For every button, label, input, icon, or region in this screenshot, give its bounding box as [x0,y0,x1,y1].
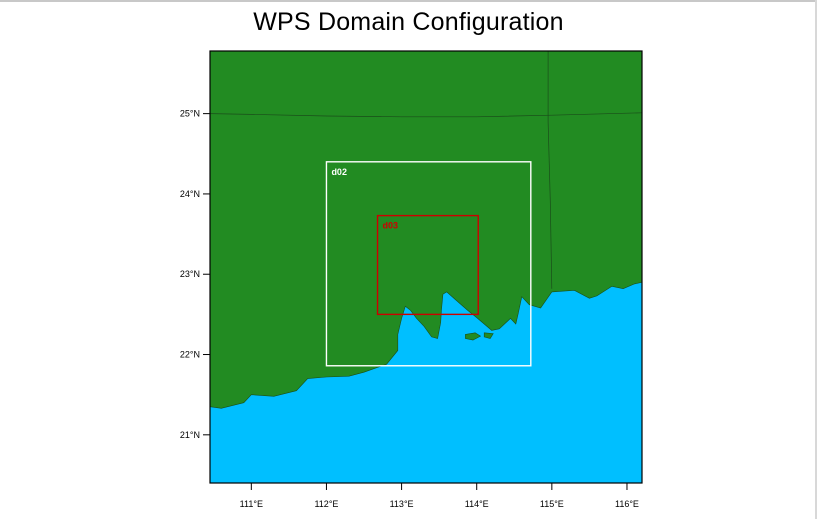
islands-group [465,332,494,341]
right-rule [815,0,817,519]
top-rule [0,0,817,2]
y-tick-label: 25°N [180,109,200,119]
x-tick-label: 113°E [390,499,414,509]
domain-label-d03: d03 [383,221,399,231]
x-tick-label: 115°E [540,499,564,509]
x-tick-label: 112°E [314,499,338,509]
x-tick-label: 114°E [465,499,489,509]
x-axis-ticks: 111°E 112°E 113°E 114°E 115°E 116°E [240,483,639,509]
map-title: WPS Domain Configuration [253,8,564,36]
y-tick-label: 24°N [180,189,200,199]
land-area [209,50,643,409]
x-tick-label: 116°E [615,499,639,509]
y-axis-ticks: 21°N 22°N 23°N 24°N 25°N [180,109,210,440]
y-tick-label: 21°N [180,430,200,440]
domain-box-d02 [325,161,532,367]
y-tick-label: 22°N [180,350,200,360]
island [465,332,482,341]
domain-label-d02: d02 [331,167,347,177]
map-frame [209,50,643,484]
nested-domains: d02 d03 [325,161,532,367]
x-tick-label: 111°E [240,499,263,509]
domain-box-d03 [376,214,479,316]
island [483,332,494,339]
province-border [547,51,553,289]
y-tick-label: 23°N [180,269,200,279]
provincial-borders [209,51,643,289]
province-border [209,112,643,118]
